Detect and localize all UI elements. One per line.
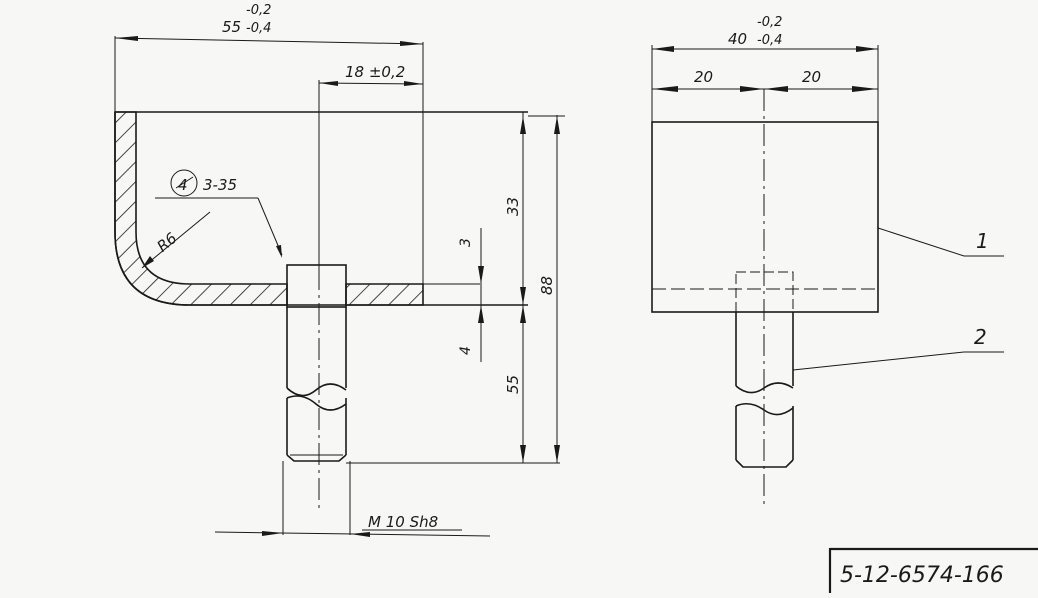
part-callouts: 1 2 [792, 227, 1004, 371]
width-tolerance-lower: -0,4 [246, 21, 271, 36]
bracket-front-view [651, 89, 879, 505]
width-dimension-55: 55 -0,2 -0,4 [114, 3, 424, 305]
drawing-number-block: 5-12-6574-166 [828, 547, 1038, 593]
callout-2: 2 [974, 325, 987, 349]
height-upper: 33 [504, 197, 522, 216]
radius-callout: R6 [141, 211, 211, 269]
weld-symbol: 4 [178, 176, 188, 194]
width-40-tolerance-lower: -0,4 [757, 33, 782, 48]
left-view: 55 -0,2 -0,4 18 ±0,2 [114, 3, 565, 537]
right-view: 40 -0,2 -0,4 20 20 [651, 15, 1004, 505]
stud: M 10 Sh8 [214, 264, 491, 537]
weld-symbol-circle [170, 169, 198, 197]
half-width-right: 20 [802, 68, 821, 86]
height-dimensions: 33 55 88 [346, 112, 565, 464]
offset-value: 18 ±0,2 [345, 63, 405, 81]
bracket-section [114, 111, 528, 306]
width-dimension-40: 40 -0,2 -0,4 [651, 15, 879, 122]
width-tolerance-upper: -0,2 [246, 3, 271, 18]
weld-callout: 4 3-35 [155, 169, 283, 258]
half-width-dimensions: 20 20 [652, 68, 878, 92]
width-value: 55 [222, 18, 241, 36]
width-value-40: 40 [728, 30, 747, 48]
stud-front-view [735, 312, 794, 468]
thickness-bottom: 4 [458, 346, 474, 355]
width-40-tolerance-upper: -0,2 [757, 15, 782, 30]
height-lower: 55 [504, 375, 522, 394]
offset-dimension-18: 18 ±0,2 [318, 63, 424, 268]
thickness-dimensions: 3 4 [458, 228, 484, 362]
thickness-top: 3 [458, 238, 474, 247]
height-total: 88 [538, 276, 556, 295]
thread-label: M 10 Sh8 [368, 513, 438, 531]
drawing-number: 5-12-6574-166 [840, 563, 1004, 588]
weld-spec: 3-35 [203, 176, 237, 194]
radius-label: R6 [153, 229, 180, 256]
half-width-left: 20 [694, 68, 713, 86]
callout-1: 1 [976, 229, 989, 253]
